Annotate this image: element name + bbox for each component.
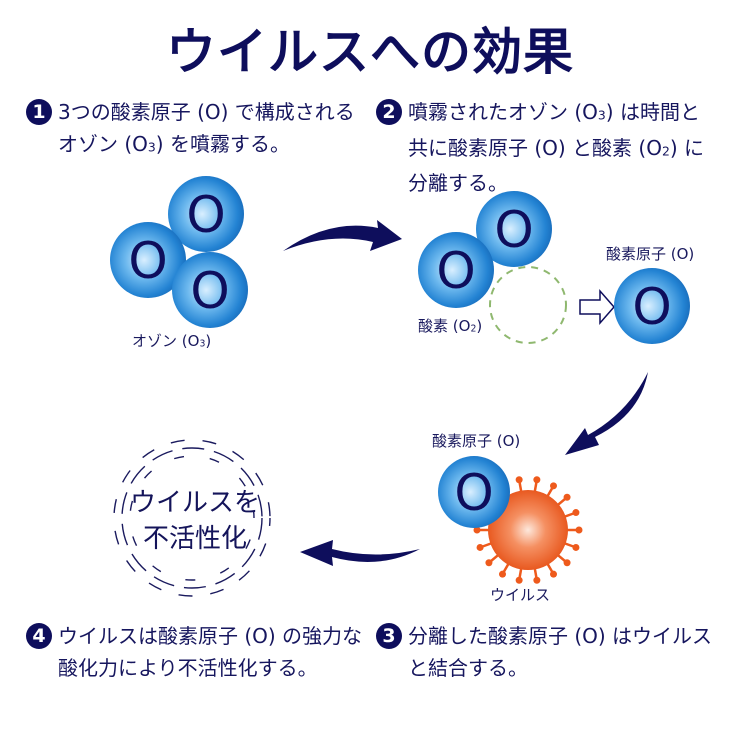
virus [473,476,583,584]
ozone-label-post: ) [205,332,212,350]
subscript: 2 [470,323,477,335]
oxygen-label: 酸素 (O2) [418,315,482,336]
virus-spike-tip [575,526,583,534]
step-number-badge: 1 [26,98,52,125]
virus-spike-tip [533,576,541,584]
subscript: 2 [661,143,670,159]
virus-spike-tip [499,570,506,578]
step-2-line2-post: ) に [669,135,705,160]
virus-spike-tip [515,476,523,484]
step-number-badge: 2 [376,98,402,125]
oxygen-label-pre: 酸素 (O [418,317,471,335]
virus-spike-tip [550,570,557,578]
oxygen-atom: O [172,252,248,328]
oxygen-molecule: O O [418,191,552,308]
oxygen-label-post: ) [476,317,483,335]
inactivation-text: ウイルスを 不活性化 [110,485,280,557]
step-2-line1-post: ) は時間と [605,100,700,124]
step-2-line1-pre: 噴霧されたオゾン (O [408,100,598,124]
step-1-line2-post: ) を噴霧する。 [155,132,290,156]
oxygen-atom-label: 酸素原子 (O) [606,245,695,263]
inactivation-line1: ウイルスを [129,488,260,518]
atom-letter: O [632,278,671,336]
virus-label: ウイルス [490,586,551,604]
arrow-down-left-icon [565,372,648,455]
atom-letter: O [128,232,167,290]
step-2-line3: 分離する。 [408,171,508,196]
ozone-label: オゾン (O3) [132,330,211,351]
inactivation-line2: 不活性化 [142,524,247,554]
step-4-line2: 酸化力により不活性化する。 [58,656,318,680]
step-1-line2: オゾン (O3) を噴霧する。 [26,128,355,164]
ozone-molecule: O O O [110,176,248,328]
virus-spike-tip [572,509,580,517]
oxygen-atom: O [476,191,552,267]
virus-spike-tip [550,482,557,490]
oxygen-atom-bound: O [438,456,510,528]
arrow-left-icon [300,540,420,566]
page-title: ウイルスへの効果 [166,23,574,81]
subscript: 3 [597,107,606,123]
virus-spike-tip [476,543,484,551]
virus-spike-tip [515,576,523,584]
oxygen-atom: O [168,176,244,252]
atom-letter: O [454,464,493,522]
oxygen-atom: O [418,232,494,308]
step-2-line2: 共に酸素原子 (O) と酸素 (O2) に [376,132,704,168]
step-4-line1: ウイルスは酸素原子 (O) の強力な [58,624,363,648]
step-3-line2: と結合する。 [408,656,528,680]
arrow-right-icon [283,220,402,251]
subscript: 3 [147,139,156,155]
ozone-label-pre: オゾン (O [132,332,200,350]
bound-oxygen-atom-label: 酸素原子 (O) [432,432,521,450]
virus-spike-tip [563,559,571,567]
oxygen-atom-free: O [614,268,690,344]
step-number-badge: 3 [376,622,402,649]
vacated-atom-outline [489,266,567,344]
step-2-line2-pre: 共に酸素原子 (O) と酸素 (O [408,135,662,160]
atom-letter: O [186,186,225,244]
virus-spike-tip [572,543,580,551]
oxygen-atom: O [110,222,186,298]
virus-spike-tip [563,493,571,501]
step-1-line2-pre: オゾン (O [58,132,148,156]
atom-letter: O [190,262,229,320]
step-1-line1: 3つの酸素原子 (O) で構成される [58,100,355,124]
atom-letter: O [494,201,533,259]
step-3-line1: 分離した酸素原子 (O) はウイルス [408,624,713,648]
virus-spike-tip [533,476,541,484]
atom-letter: O [436,242,475,300]
inactivation-burst-icon [113,439,271,597]
step-number-badge: 4 [26,622,52,649]
subscript: 3 [199,338,206,350]
virus-spike-tip [485,559,493,567]
hollow-arrow-icon [579,289,615,325]
virus-spike-tip [473,526,481,534]
